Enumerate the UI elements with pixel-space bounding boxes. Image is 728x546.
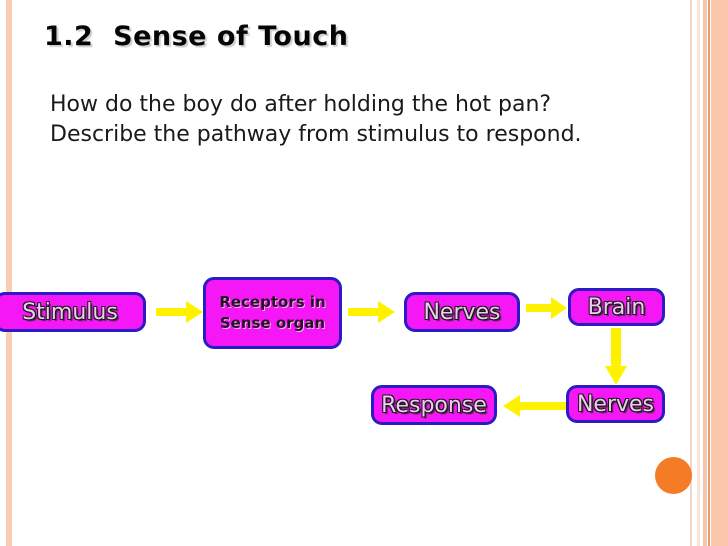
flow-node-response-label: Response <box>381 392 487 418</box>
flow-node-stimulus-label: Stimulus <box>22 299 118 325</box>
question-text-block: How do the boy do after holding the hot … <box>50 90 670 150</box>
flow-node-stimulus[interactable]: Stimulus <box>0 292 146 332</box>
flow-node-nerves-afferent-label: Nerves <box>423 299 501 325</box>
page-title: 1.2 Sense of Touch <box>44 21 349 52</box>
arrow-left-icon-nerves-to-response <box>502 394 566 418</box>
arrow-down-icon-brain-to-nerves <box>604 328 628 386</box>
question-line-1: How do the boy do after holding the hot … <box>50 92 552 117</box>
flow-node-nerves-efferent[interactable]: Nerves <box>566 385 665 423</box>
arrow-right-icon-stimulus-to-receptors <box>156 300 204 324</box>
flow-node-nerves-afferent[interactable]: Nerves <box>404 292 520 332</box>
flow-node-receptors[interactable]: Receptors in Sense organ <box>203 277 342 349</box>
flow-node-receptors-label: Receptors in Sense organ <box>219 293 326 332</box>
flow-node-nerves-efferent-label: Nerves <box>576 391 655 417</box>
flow-node-response[interactable]: Response <box>371 385 497 425</box>
flow-node-brain-label: Brain <box>587 294 646 320</box>
arrow-right-icon-nerves-to-brain <box>526 296 568 320</box>
arrow-right-icon-receptors-to-nerves <box>348 300 396 324</box>
flow-node-brain[interactable]: Brain <box>568 288 665 326</box>
question-line-2: Describe the pathway from stimulus to re… <box>50 122 582 147</box>
orange-dot-decoration <box>655 457 692 494</box>
